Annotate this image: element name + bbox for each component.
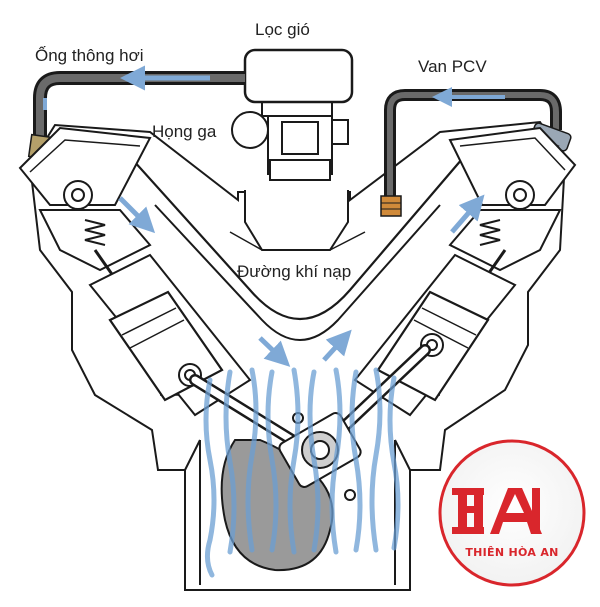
label-air-filter: Lọc gió bbox=[255, 20, 310, 39]
logo-text: THIÊN HÒA AN bbox=[465, 546, 558, 559]
throttle-body bbox=[231, 97, 349, 181]
label-throttle-body: Họng ga bbox=[152, 122, 217, 141]
breather-pipe bbox=[33, 65, 245, 140]
pcv-valve bbox=[380, 195, 402, 217]
left-cylinder-bank bbox=[18, 126, 252, 417]
thien-hoa-an-logo: THIÊN HÒA AN bbox=[438, 439, 586, 587]
air-filter bbox=[243, 48, 354, 104]
label-intake-manifold: Đường khí nạp bbox=[237, 262, 351, 281]
intake-manifold bbox=[114, 137, 481, 341]
label-pcv-valve: Van PCV bbox=[418, 57, 487, 76]
blow-by-gas-waves bbox=[203, 367, 401, 578]
pcv-pipe bbox=[384, 87, 562, 200]
logo-mark-icon bbox=[452, 488, 542, 534]
label-breather-pipe: Ống thông hơi bbox=[35, 45, 144, 65]
flow-arrows bbox=[118, 194, 485, 367]
